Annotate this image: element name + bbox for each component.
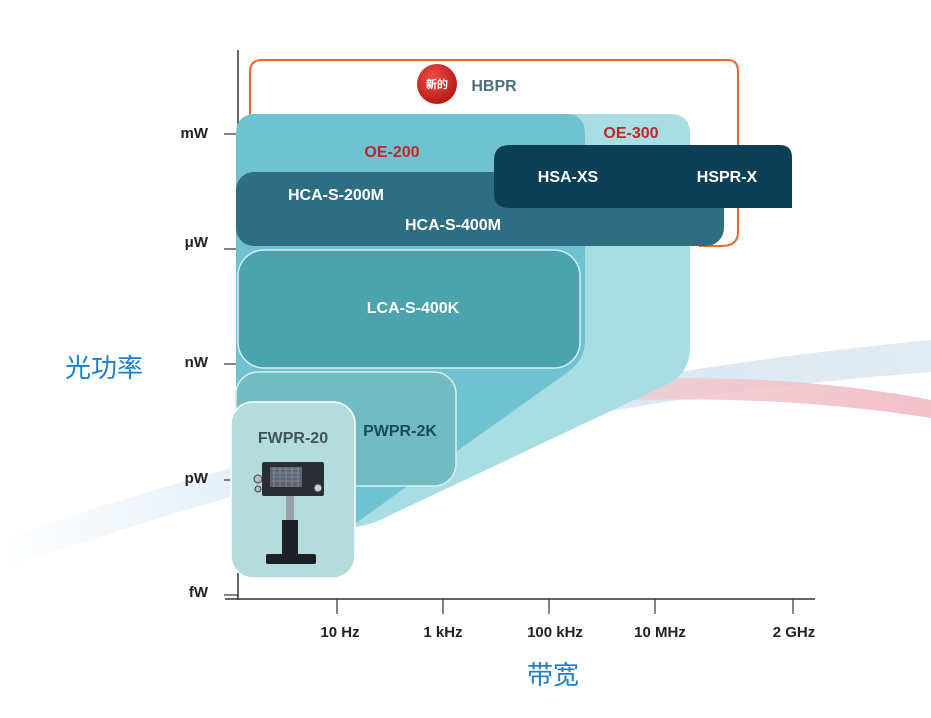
label-fwpr-20: FWPR-20: [258, 430, 328, 447]
y-tick-uw: μW: [185, 234, 209, 251]
x-axis-ticks: [336, 599, 794, 614]
background-swoosh: [0, 340, 931, 570]
x-tick-10mhz: 10 MHz: [634, 624, 686, 641]
y-tick-pw: pW: [185, 470, 209, 487]
label-hca-s-200m: HCA-S-200M: [288, 187, 384, 204]
fwpr-20-product-image: [253, 462, 324, 564]
label-hsa-xs: HSA-XS: [538, 169, 599, 186]
x-tick-1khz: 1 kHz: [423, 624, 462, 641]
y-tick-mw: mW: [181, 125, 209, 142]
new-badge-label: 新的: [426, 77, 448, 91]
new-badge: [417, 64, 457, 104]
y-tick-fw: fW: [189, 584, 209, 601]
x-axis-title: 带宽: [527, 660, 579, 690]
label-hca-s-400m: HCA-S-400M: [405, 217, 501, 234]
label-pwpr-2k: PWPR-2K: [363, 423, 437, 440]
label-hspr-x: HSPR-X: [697, 169, 758, 186]
label-hbpr: HBPR: [471, 78, 517, 95]
x-tick-100khz: 100 kHz: [527, 624, 583, 641]
label-oe-300: OE-300: [603, 125, 658, 142]
region-lca-s-400k: [237, 249, 581, 369]
x-tick-10hz: 10 Hz: [320, 624, 359, 641]
y-axis-title: 光功率: [65, 353, 143, 383]
label-oe-200: OE-200: [364, 144, 419, 161]
region-hsa-xs: [494, 145, 792, 208]
x-tick-2ghz: 2 GHz: [773, 624, 816, 641]
label-lca-s-400k: LCA-S-400K: [367, 300, 460, 317]
y-tick-nw: nW: [185, 354, 209, 371]
